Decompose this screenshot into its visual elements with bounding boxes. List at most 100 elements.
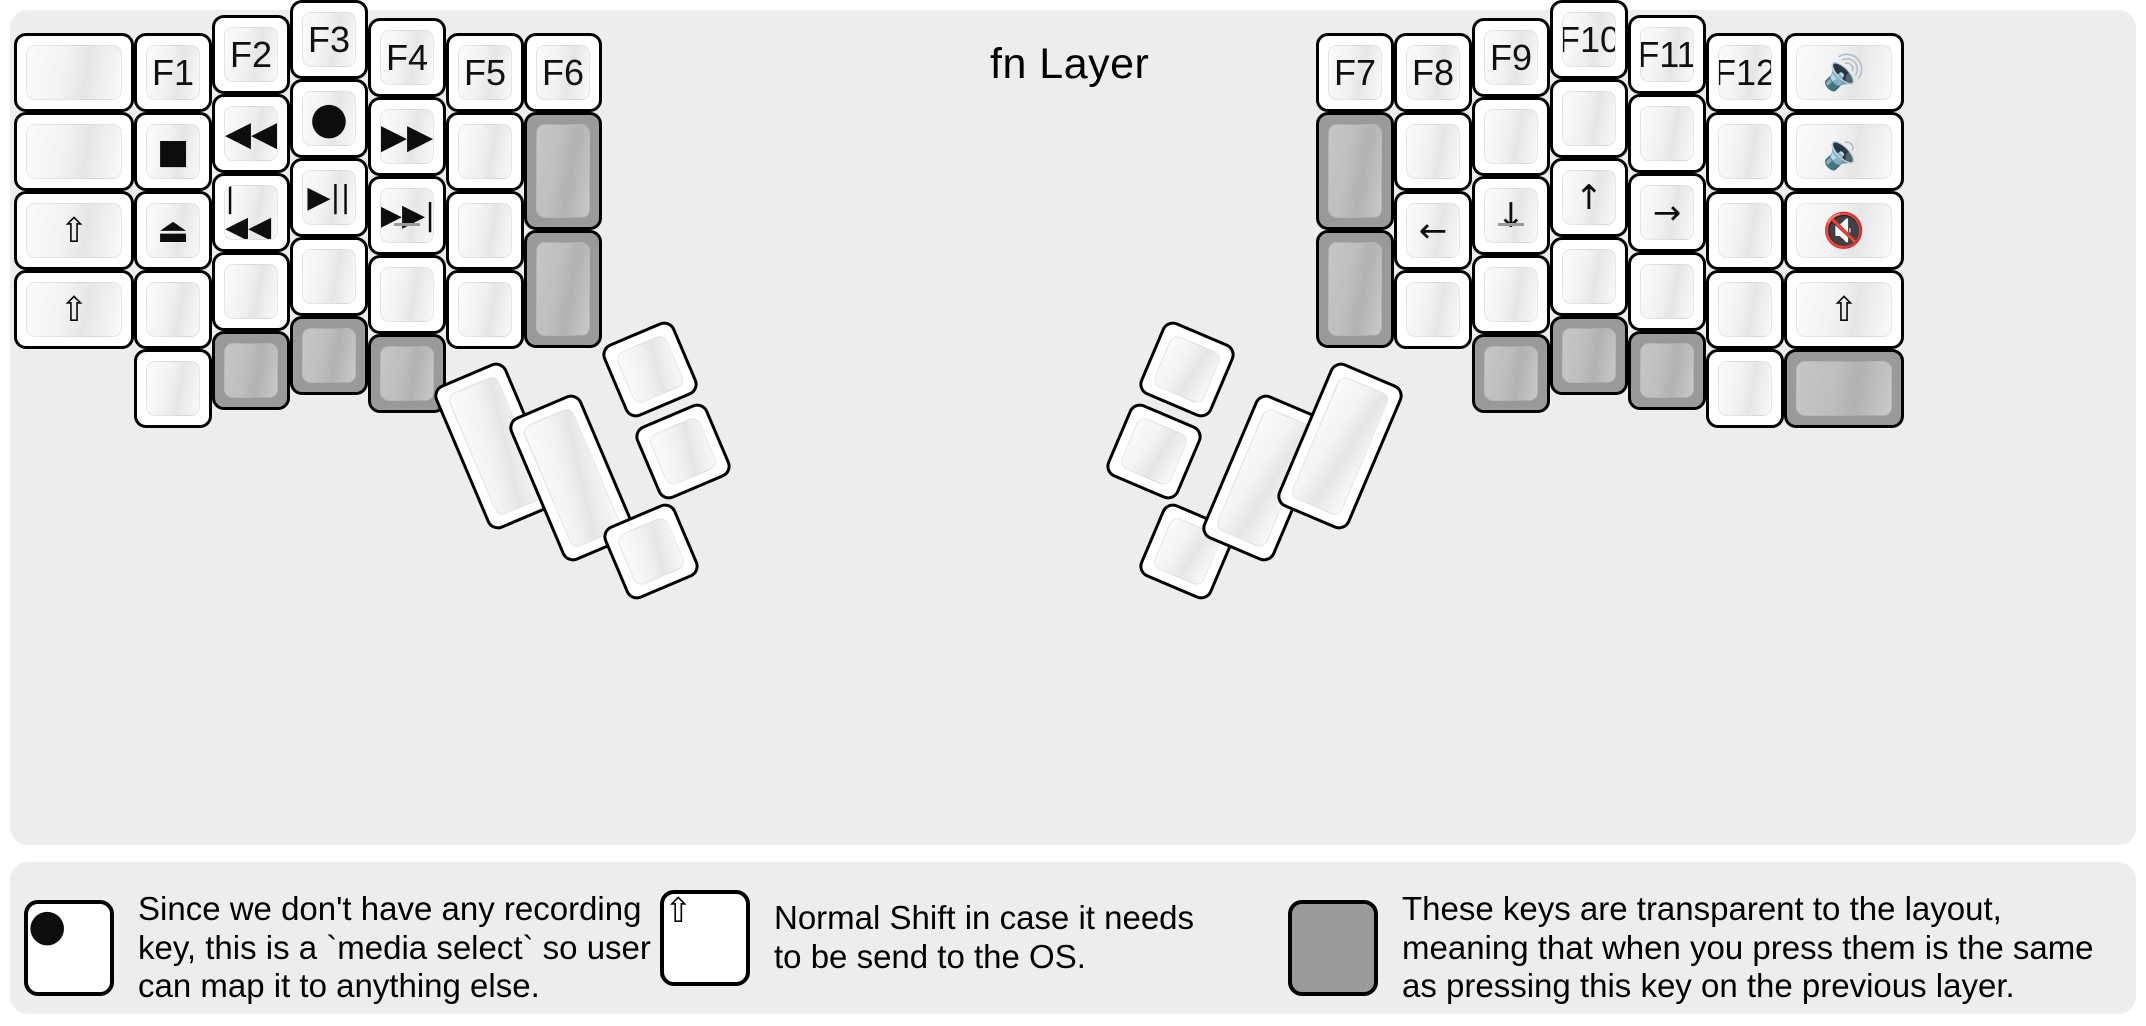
keycap-legend-wrap: ⇧ (1797, 283, 1891, 336)
right-col-index-key-blank-r2[interactable] (1472, 97, 1550, 176)
right-col-ring-key-transparent-r5[interactable] (1628, 331, 1706, 410)
keycap-face: ● (28, 903, 110, 948)
right-col-pinky-outer-key-mute[interactable]: 🔇 (1784, 191, 1904, 270)
left-col-pinky-outer-key-caps-lock[interactable]: ⇧ (14, 191, 134, 270)
left-col-middle-key-transparent-r5[interactable] (290, 316, 368, 395)
keycap-face (380, 346, 434, 401)
left-col-ring-inner-key-transparent-r5[interactable] (212, 331, 290, 410)
left-col-index-key-blank-r4[interactable] (368, 255, 446, 334)
left-col-ring-inner-key-f2[interactable]: F2 (212, 15, 290, 94)
legend-shift: ⇧Normal Shift in case it needs to be sen… (660, 890, 1194, 986)
key-glyph-arrow-left: ← (1418, 210, 1448, 251)
keycap-face: F9 (1484, 30, 1538, 85)
right-col-pinky-key-blank-r5[interactable] (1706, 349, 1784, 428)
right-col-pinky-key-blank-r2[interactable] (1706, 112, 1784, 191)
keycap-face: ⇧ (26, 282, 122, 337)
key-glyph-shift: ⇧ (59, 289, 89, 330)
left-col-middle-key-f3[interactable]: F3 (290, 0, 368, 79)
keycap-legend-wrap: ▶|| (303, 171, 355, 224)
left-col-pinky-key-blank-r5[interactable] (134, 349, 212, 428)
keycap-face: ← (1406, 203, 1460, 258)
left-col-pinky-outer-key-shift[interactable]: ⇧ (14, 270, 134, 349)
right-col-inner-key-transparent-tall-2[interactable] (1316, 230, 1394, 348)
legend-transparent-key-sample (1288, 899, 1378, 996)
left-col-pinky-key-stop[interactable]: ■ (134, 112, 212, 191)
key-glyph-f12: F12 (1719, 51, 1771, 93)
keycap-face: F1 (146, 45, 200, 100)
left-col-inner-key-f6[interactable]: F6 (524, 33, 602, 112)
right-col-index-key-f9[interactable]: F9 (1472, 18, 1550, 97)
keycap-face (1406, 282, 1460, 337)
right-col-middle-key-arrow-up[interactable]: ↑ (1550, 158, 1628, 237)
keycap-face: F6 (536, 45, 590, 100)
left-col-index-inner-key-blank-r3[interactable] (446, 191, 524, 270)
left-col-index-key-transparent-r5[interactable] (368, 334, 446, 413)
keycap-face (458, 282, 512, 337)
left-col-pinky-outer-key-blank-r1[interactable] (14, 33, 134, 112)
keycap-face: → (1640, 185, 1694, 240)
right-col-pinky-key-blank-r4[interactable] (1706, 270, 1784, 349)
left-col-ring-inner-key-blank-r4[interactable] (212, 252, 290, 331)
left-col-pinky-key-blank-r4[interactable] (134, 270, 212, 349)
keycap-face: ⏏ (146, 203, 200, 258)
right-col-inner-key-f7[interactable]: F7 (1316, 33, 1394, 112)
right-col-pinky-outer-key-transparent-r5[interactable] (1784, 349, 1904, 428)
right-col-pinky-outer-key-volume-down[interactable]: 🔉 (1784, 112, 1904, 191)
right-thumb-thumb-key-mid[interactable] (1102, 399, 1206, 504)
left-col-index-inner-key-blank-r4[interactable] (446, 270, 524, 349)
right-col-middle-key-f10[interactable]: F10 (1550, 0, 1628, 79)
keycap-face: ▶▶| (380, 188, 434, 243)
keycap-face (1718, 282, 1772, 337)
keycap-face: F2 (224, 27, 278, 82)
left-col-pinky-outer-key-blank-r2[interactable] (14, 112, 134, 191)
key-glyph-f9: F9 (1489, 36, 1532, 78)
right-col-index-key-blank-r4[interactable] (1472, 255, 1550, 334)
right-col-ring-key-blank-r2[interactable] (1628, 94, 1706, 173)
left-col-ring-inner-key-rewind[interactable]: ◀◀ (212, 94, 290, 173)
right-col-index-inner-key-f8[interactable]: F8 (1394, 33, 1472, 112)
left-col-middle-key-play-pause[interactable]: ▶|| (290, 158, 368, 237)
right-col-index-inner-key-blank-r2[interactable] (1394, 112, 1472, 191)
keycap-face: F7 (1328, 45, 1382, 100)
left-col-index-key-f4[interactable]: F4 (368, 18, 446, 97)
right-col-ring-key-f11[interactable]: F11 (1628, 15, 1706, 94)
right-col-pinky-key-f12[interactable]: F12 (1706, 33, 1784, 112)
left-col-pinky-key-eject[interactable]: ⏏ (134, 191, 212, 270)
left-col-inner-key-transparent-tall-2[interactable] (524, 230, 602, 348)
left-col-index-inner-key-f5[interactable]: F5 (446, 33, 524, 112)
right-col-index-inner-key-blank-r4[interactable] (1394, 270, 1472, 349)
keycap-legend-wrap: ● (303, 92, 355, 145)
left-col-index-key-next-track[interactable]: ▶▶| (368, 176, 446, 255)
right-col-index-key-arrow-down[interactable]: ↓ (1472, 176, 1550, 255)
right-col-middle-key-blank-r4[interactable] (1550, 237, 1628, 316)
left-col-middle-key-blank-r4[interactable] (290, 237, 368, 316)
keycap-face (1484, 109, 1538, 164)
left-col-pinky-key-f1[interactable]: F1 (134, 33, 212, 112)
keycap-face: ● (302, 91, 356, 146)
left-col-ring-inner-key-prev-track[interactable]: |◀◀ (212, 173, 290, 252)
right-col-inner-key-transparent-tall-1[interactable] (1316, 112, 1394, 230)
right-col-pinky-outer-key-shift[interactable]: ⇧ (1784, 270, 1904, 349)
keycap-legend-wrap: ↑ (1563, 171, 1615, 224)
right-col-middle-key-blank-r2[interactable] (1550, 79, 1628, 158)
right-col-ring-key-blank-r4[interactable] (1628, 252, 1706, 331)
right-col-index-key-transparent-r5[interactable] (1472, 334, 1550, 413)
keycap-face (1796, 361, 1892, 416)
right-col-index-inner-key-arrow-left[interactable]: ← (1394, 191, 1472, 270)
left-col-middle-key-record[interactable]: ● (290, 79, 368, 158)
right-col-pinky-key-blank-r3[interactable] (1706, 191, 1784, 270)
right-col-pinky-outer-key-volume-up[interactable]: 🔊 (1784, 33, 1904, 112)
right-thumb-cluster (1102, 317, 1407, 604)
keycap-face (1718, 203, 1772, 258)
right-thumb-thumb-key-top[interactable] (1135, 317, 1239, 422)
keycap-face: F4 (380, 30, 434, 85)
left-col-inner-key-transparent-tall-1[interactable] (524, 112, 602, 230)
right-col-middle-key-transparent-r5[interactable] (1550, 316, 1628, 395)
left-col-index-inner-key-blank-r2[interactable] (446, 112, 524, 191)
keycap-face: ⇧ (664, 894, 746, 928)
right-col-ring-key-arrow-right[interactable]: → (1628, 173, 1706, 252)
left-col-index-key-fast-forward[interactable]: ▶▶ (368, 97, 446, 176)
keycap-face (224, 264, 278, 319)
key-glyph-volume-up: 🔊 (1822, 52, 1866, 93)
keycap-legend-wrap: ◀◀ (225, 107, 277, 160)
